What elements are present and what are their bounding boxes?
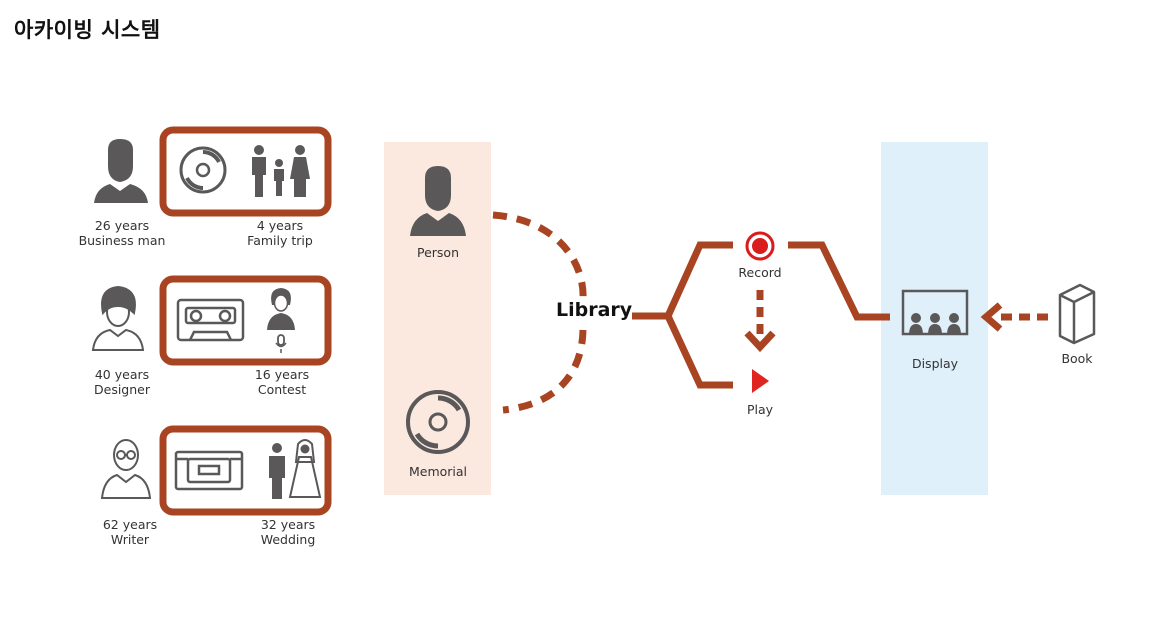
memory-age: 16 years bbox=[254, 367, 310, 382]
person-age: 26 years bbox=[94, 218, 150, 233]
woman-outline-icon bbox=[91, 285, 145, 351]
play-icon bbox=[752, 369, 769, 393]
man-silhouette-icon bbox=[94, 139, 148, 203]
vhs-icon bbox=[174, 450, 244, 491]
family-icon bbox=[252, 145, 310, 197]
cassette-icon bbox=[176, 298, 245, 342]
record-caption: Record bbox=[738, 265, 782, 280]
memorial-cd-icon bbox=[406, 390, 470, 454]
memory-age: 4 years bbox=[256, 218, 304, 233]
memory-label-3: 32 years Wedding bbox=[244, 517, 332, 547]
memory-title: Wedding bbox=[260, 532, 316, 547]
display-caption: Display bbox=[911, 356, 959, 371]
memory-age: 32 years bbox=[260, 517, 316, 532]
memory-card-1 bbox=[159, 126, 332, 217]
wedding-couple-icon bbox=[269, 439, 322, 499]
memorial-to-library-connector bbox=[502, 329, 587, 414]
person-to-library-connector bbox=[492, 211, 587, 301]
memory-label-2: 16 years Contest bbox=[238, 367, 326, 397]
memory-title: Family trip bbox=[247, 233, 313, 248]
library-label: Library bbox=[556, 299, 633, 321]
memory-label-1: 4 years Family trip bbox=[236, 218, 324, 248]
person-label-1: 26 years Business man bbox=[74, 218, 170, 248]
memory-card-3 bbox=[159, 425, 332, 516]
page-title: 아카이빙 시스템 bbox=[14, 18, 161, 42]
library-branch-connector bbox=[632, 241, 733, 389]
down-chevron-icon bbox=[744, 330, 776, 353]
record-to-display-connector bbox=[788, 241, 890, 321]
person-role: Business man bbox=[78, 233, 166, 248]
person-age: 62 years bbox=[102, 517, 158, 532]
person-label-3: 62 years Writer bbox=[82, 517, 178, 547]
person-label-2: 40 years Designer bbox=[74, 367, 170, 397]
play-caption: Play bbox=[746, 402, 774, 417]
old-man-outline-icon bbox=[100, 439, 152, 499]
person-caption: Person bbox=[416, 245, 459, 260]
record-icon bbox=[745, 231, 775, 261]
memorial-caption: Memorial bbox=[408, 464, 468, 479]
person-age: 40 years bbox=[94, 367, 150, 382]
memory-card-2 bbox=[159, 275, 332, 366]
display-screen-icon bbox=[901, 289, 969, 336]
person-icon bbox=[410, 166, 466, 236]
person-role: Designer bbox=[94, 382, 150, 397]
singer-icon bbox=[267, 288, 295, 353]
left-chevron-icon bbox=[980, 302, 1003, 332]
memory-title: Contest bbox=[257, 382, 307, 397]
cd-icon bbox=[179, 146, 227, 194]
person-role: Writer bbox=[110, 532, 150, 547]
book-icon bbox=[1058, 283, 1096, 345]
book-caption: Book bbox=[1061, 351, 1093, 366]
